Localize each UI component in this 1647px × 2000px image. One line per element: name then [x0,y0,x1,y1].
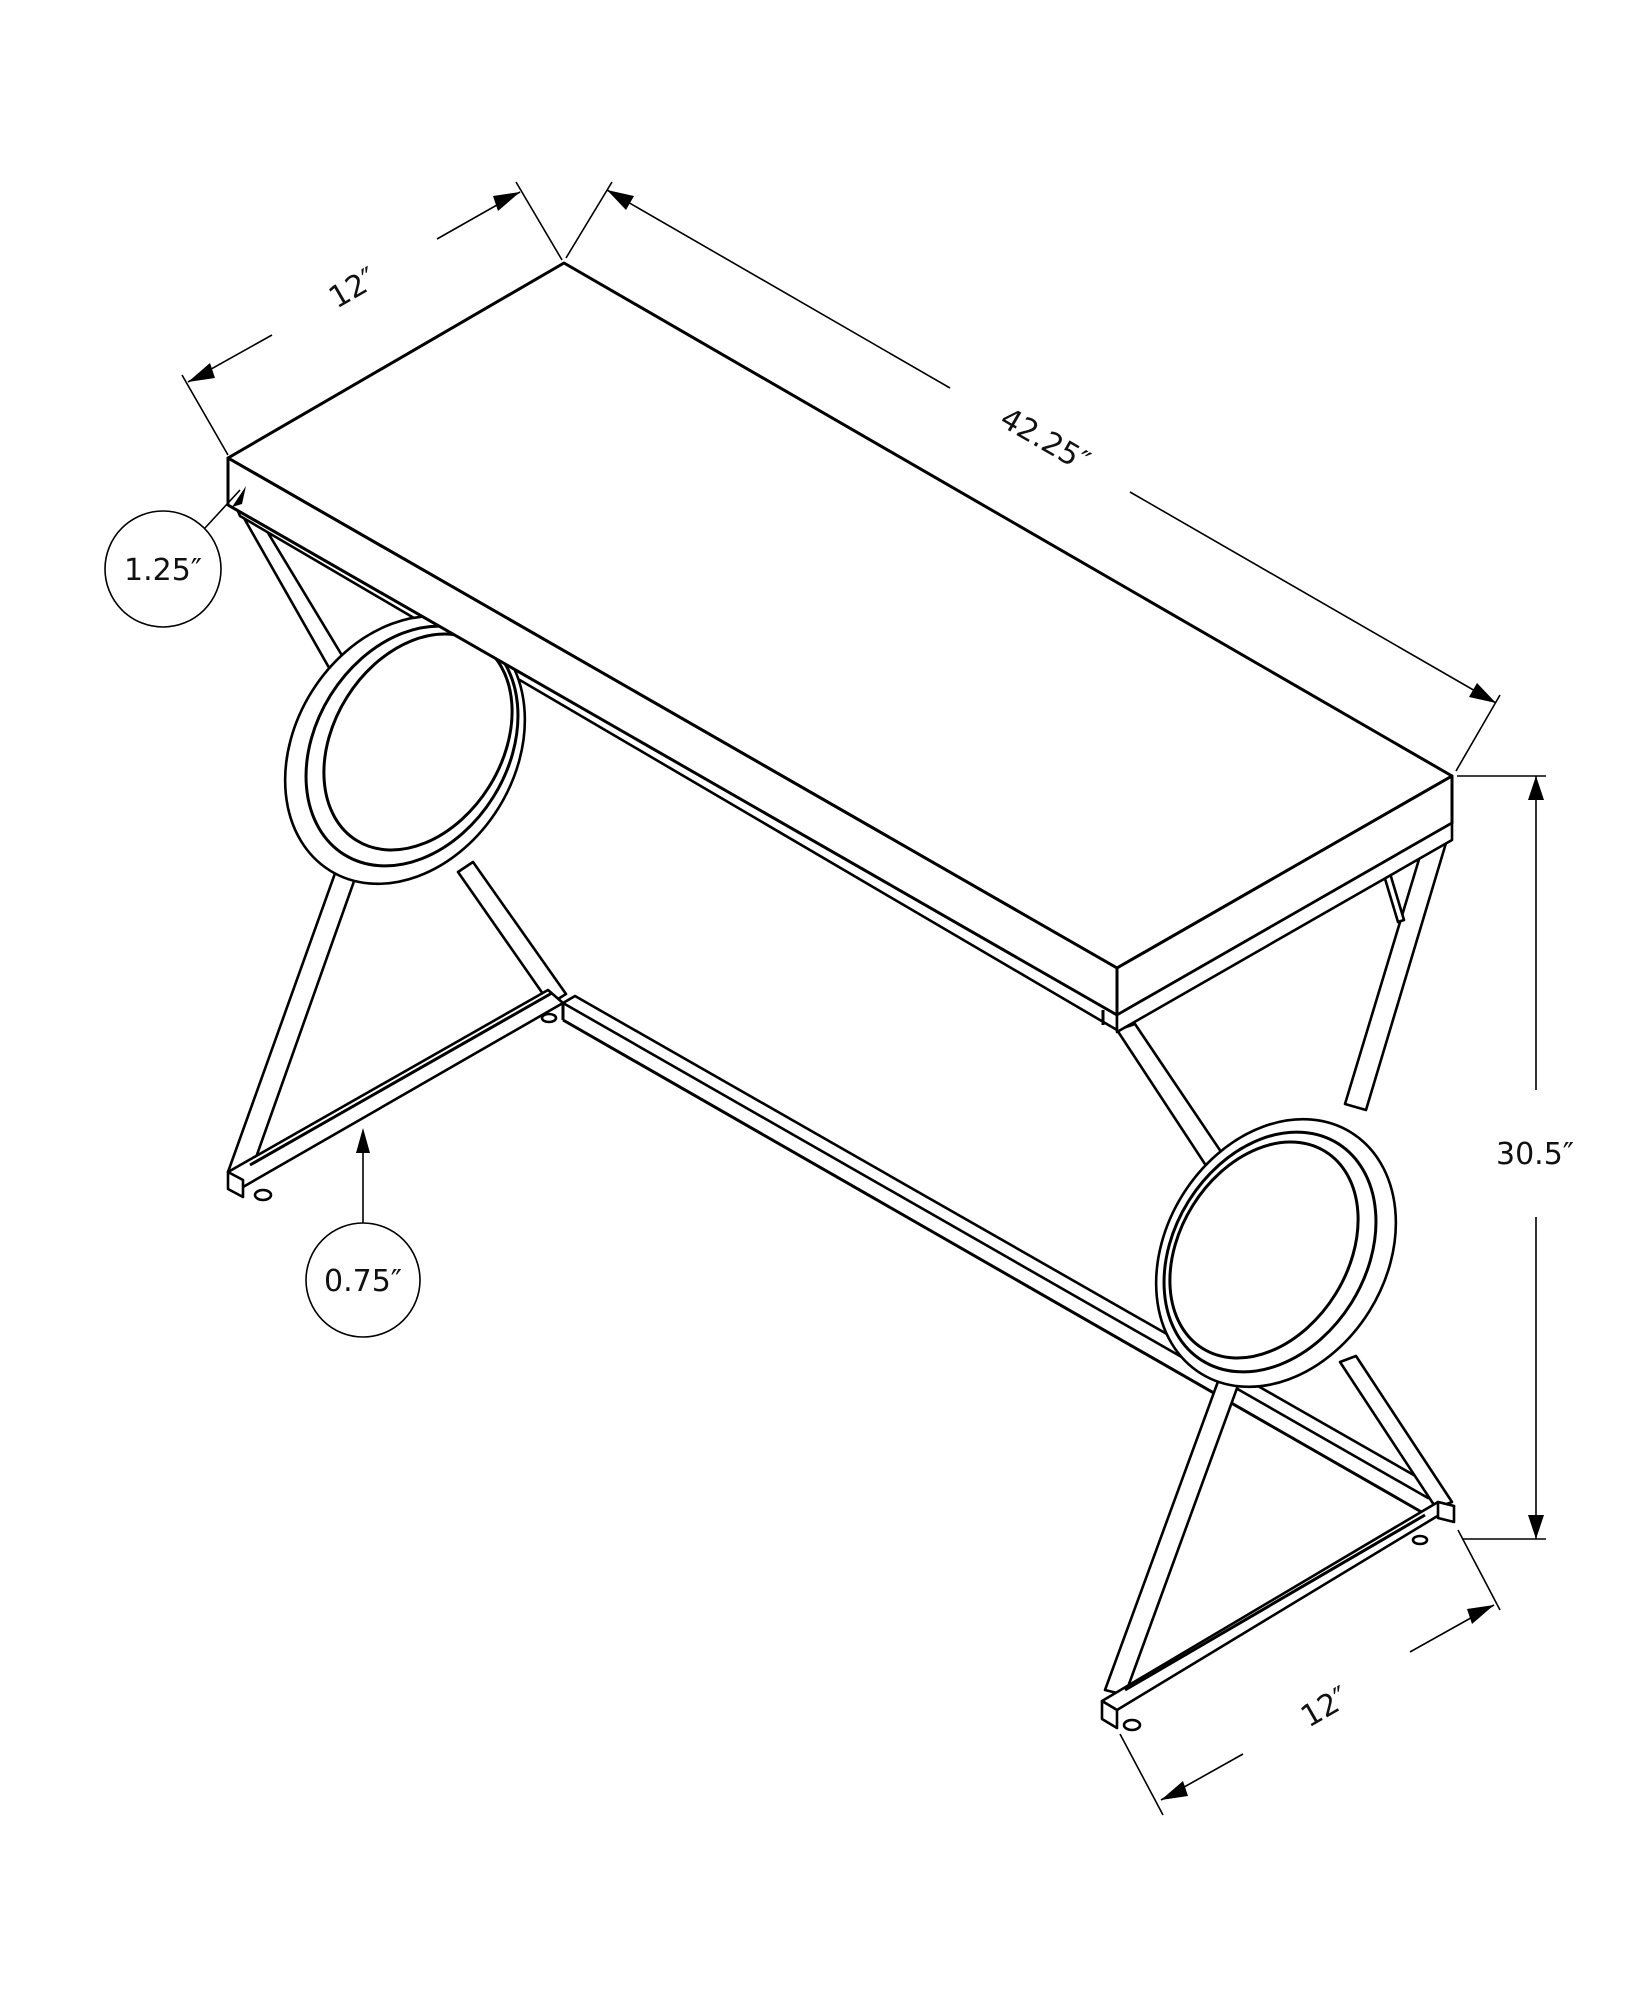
top-thickness-label: 1.25″ [124,553,202,588]
top-length-label: 42.25″ [994,401,1096,480]
leg-thickness-label: 0.75″ [324,1264,402,1299]
height-label: 30.5″ [1496,1137,1574,1172]
right-apron [1115,821,1454,1034]
right-foot-glide [1122,1718,1142,1732]
callout-leg-thickness: 0.75″ [305,1128,421,1338]
right-ring [1154,1117,1398,1389]
right-back-foot-glide [1411,1534,1429,1546]
left-leg-rear-diagonal [456,860,568,1006]
callout-top-thickness: 1.25″ [104,486,246,628]
left-foot-glide [253,1188,273,1202]
dimension-height: 30.5″ [1457,775,1574,1540]
base-depth-label: 12″ [1295,1680,1355,1735]
right-leg-rear-lower-diagonal [1338,1354,1454,1510]
back-foot-glide [540,1012,558,1024]
left-foot-block [226,1170,245,1199]
table-top [226,261,1454,1034]
top-depth-label: 12″ [323,261,383,316]
right-foot-block-back [1436,1500,1456,1524]
right-foot-block [1100,1699,1119,1730]
